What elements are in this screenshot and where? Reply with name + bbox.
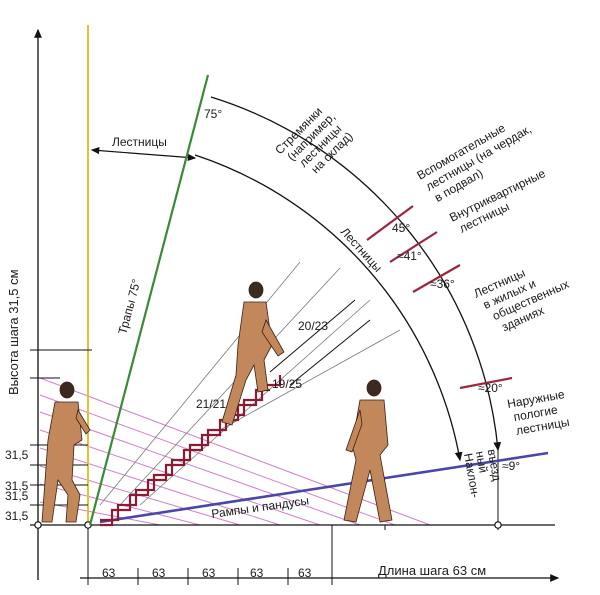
label-vspomog: Вспомогательные лестницы (на чердак, в п…: [415, 121, 534, 205]
inner-arc: [194, 154, 463, 462]
x-tick-label-5: 63: [298, 566, 312, 580]
label-naruzhnye: Наружные пологие лестницы: [506, 387, 570, 438]
outer-arc: [210, 96, 502, 452]
person-middle: [221, 281, 285, 426]
label-zhilye: Лестницы в жилых и общественных зданиях: [472, 266, 572, 335]
y-tick-label-3: 31,5: [5, 489, 29, 503]
label-trapy: Трапы 75°: [115, 277, 143, 335]
ratio-19-25: 19/25: [272, 377, 302, 391]
origin-circle: [34, 521, 42, 529]
label-lestnitsy-top: Лестницы: [112, 135, 167, 149]
angle-45: 45°: [392, 221, 410, 235]
label-naklon: Наклон- ный въезд: [461, 448, 504, 499]
x-ticks: [87, 450, 499, 585]
angle-41: ≈41°: [397, 249, 422, 263]
angle-9: ≈9°: [502, 459, 520, 473]
x-axis-label: Длина шага 63 см: [378, 563, 486, 578]
angle-markers: [366, 205, 513, 390]
green-75-line: [88, 74, 210, 526]
end-circle: [494, 521, 502, 529]
y-tick-label-2: 31,5: [5, 479, 29, 493]
y-axis-label: Высота шага 31,5 см: [6, 269, 21, 395]
x-tick-label-2: 63: [152, 566, 166, 580]
ratio-lines: [269, 299, 371, 386]
naklon-line-2: ный: [473, 450, 491, 474]
blue-ramp-line: [99, 451, 549, 524]
naklon-line-3: въезд: [485, 448, 504, 482]
person-left: [41, 381, 91, 523]
hatch-lines: [99, 261, 401, 506]
x-tick-label-3: 63: [202, 566, 216, 580]
angle-20: ≈20°: [478, 381, 503, 395]
angle-36: ≈36°: [430, 277, 455, 291]
x-tick-label-4: 63: [250, 566, 264, 580]
person-right: [343, 379, 393, 523]
label-stremyanki: Стремянки (например, лестницы на склад): [272, 104, 355, 176]
y-tick-label-1: 31,5: [5, 448, 29, 462]
ratio-21-21: 21/21: [196, 397, 226, 411]
staircase: [100, 375, 282, 527]
top-arrow: [90, 146, 197, 162]
angle-75: 75°: [204, 107, 222, 121]
x-tick-label-1: 63: [102, 566, 116, 580]
ratio-20-23: 20/23: [298, 319, 328, 333]
y-tick-label-4: 31,5: [5, 509, 29, 523]
